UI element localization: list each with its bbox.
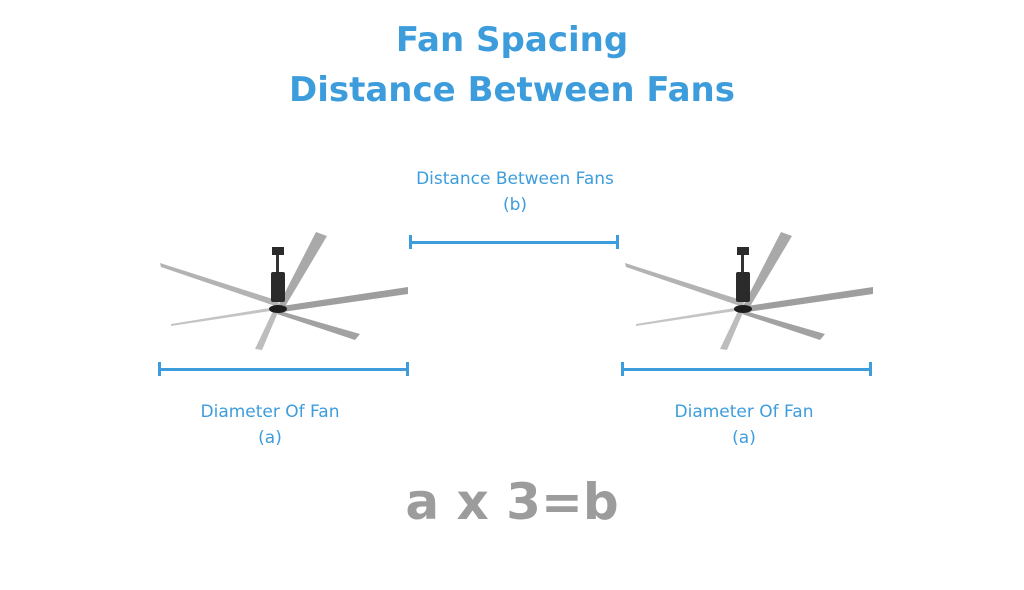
fan-right-motor bbox=[734, 247, 752, 313]
fan-left-motor bbox=[269, 247, 287, 313]
left-fan-diameter-measure-bar bbox=[158, 362, 409, 376]
label-right-fan-diameter-sub: (a) bbox=[732, 428, 756, 448]
right-fan-diameter-measure-bar bbox=[621, 362, 872, 376]
label-left-fan-diameter-sub: (a) bbox=[258, 428, 282, 448]
spacing-formula: a x 3=b bbox=[405, 473, 619, 531]
fan-right-blades bbox=[625, 232, 873, 350]
label-right-fan-diameter: Diameter Of Fan (a) bbox=[624, 399, 864, 451]
ceiling-fan-icon bbox=[625, 232, 873, 350]
label-distance-between-fans: Distance Between Fans (b) bbox=[360, 166, 670, 218]
ceiling-fan-icon bbox=[160, 232, 408, 350]
distance-between-fans-measure-bar bbox=[409, 235, 619, 249]
title-line-1: Fan Spacing bbox=[395, 20, 629, 60]
label-left-fan-diameter: Diameter Of Fan (a) bbox=[150, 399, 390, 451]
label-right-fan-diameter-text: Diameter Of Fan bbox=[674, 402, 814, 422]
label-left-fan-diameter-text: Diameter Of Fan bbox=[200, 402, 340, 422]
label-distance-between-fans-text: Distance Between Fans bbox=[416, 169, 614, 189]
label-distance-between-fans-sub: (b) bbox=[502, 195, 528, 215]
title-line-2: Distance Between Fans bbox=[289, 70, 735, 110]
fan-left-blades bbox=[160, 232, 408, 350]
